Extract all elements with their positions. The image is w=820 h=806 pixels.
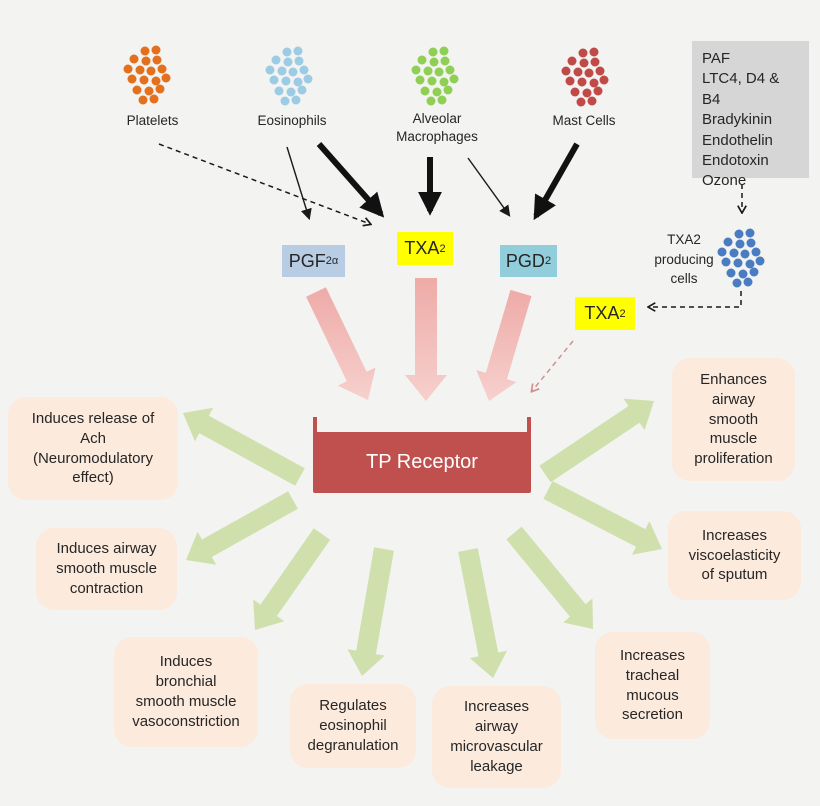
arrow-receptor-to-viscoelasticity <box>543 481 662 555</box>
arrow-macrophages-to-pgd2 <box>467 157 511 217</box>
arrow-txa2-to-receptor <box>405 278 447 401</box>
arrow-pgf2a-to-receptor <box>306 287 376 400</box>
effect-box-muscle-proliferation: Enhances airway smooth muscle proliferat… <box>672 358 795 481</box>
txa2-producing-cells-icon <box>717 228 765 288</box>
alveolar-macrophages-label: Alveolar Macrophages <box>396 111 478 144</box>
arrow-pgd2-to-receptor <box>476 289 532 401</box>
stimuli-box: PAF LTC4, D4 & B4 Bradykinin Endothelin … <box>692 41 809 189</box>
txa2-producing-cells-label: TXA2 producing cells <box>654 232 714 287</box>
arrow-receptor-to-tracheal <box>506 526 593 629</box>
arrow-eosinophils-to-pgf2a <box>286 146 312 221</box>
tp-receptor-box: TP Receptor <box>313 417 531 493</box>
mast-cells-label: Mast Cells <box>552 113 616 128</box>
eosinophils-label: Eosinophils <box>257 113 327 128</box>
effect-box-bronchial-vasoconstriction: Induces bronchial smooth muscle vasocons… <box>114 637 258 747</box>
arrow-receptor-to-contraction <box>186 491 298 565</box>
arrow-receptor-to-degranulation <box>347 547 394 676</box>
txa2-label: TXA <box>404 238 440 258</box>
eosinophils-cells-icon <box>265 46 313 106</box>
effect-box-ach-release: Induces release of Ach (Neuromodulatory … <box>8 397 178 500</box>
arrow-platelets-to-txa2 <box>158 143 370 224</box>
pgf2a-label: PGF <box>288 250 326 271</box>
arrow-receptor-to-ach <box>183 407 305 486</box>
effect-box-microvascular-leakage: Increases airway microvascular leakage <box>432 686 561 788</box>
pgd2-label: PGD <box>505 250 545 271</box>
alveolar-macrophages-cells-icon <box>411 46 459 106</box>
effect-box-sputum-viscoelasticity: Increases viscoelasticity of sputum <box>668 511 801 600</box>
platelets-cells-icon <box>123 45 171 105</box>
arrow-receptor-to-proliferation <box>539 398 654 483</box>
platelets-label: Platelets <box>126 113 179 128</box>
mast-cells-icon <box>561 47 609 107</box>
tp-receptor-label: TP Receptor <box>366 451 478 473</box>
effect-box-tracheal-mucous: Increases tracheal mucous secretion <box>595 632 710 739</box>
receptor-left-prong <box>313 417 317 433</box>
arrow-receptor-to-bronchial <box>253 528 331 630</box>
arrow-receptor-to-leakage <box>458 548 507 678</box>
effect-box-airway-contraction: Induces airway smooth muscle contraction <box>36 528 177 610</box>
arrow-txa2-secondary-to-receptor <box>532 340 574 391</box>
arrow-eosinophils-to-txa2 <box>316 142 385 218</box>
arrow-mast-cells-to-pgd2 <box>533 142 580 221</box>
txa2-secondary-label: TXA <box>584 303 620 323</box>
receptor-right-prong <box>527 417 531 433</box>
effect-box-eosinophil-degranulation: Regulates eosinophil degranulation <box>290 684 416 768</box>
arrow-producing-cells-to-txa2 <box>649 291 742 307</box>
